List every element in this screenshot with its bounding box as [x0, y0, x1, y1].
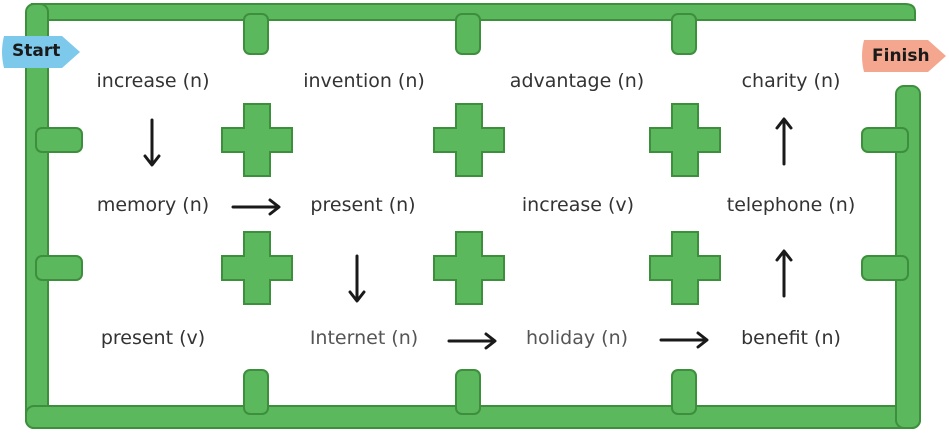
right-tab	[861, 127, 909, 153]
left-tab	[35, 127, 83, 153]
arrow-right-icon	[231, 198, 281, 216]
plus-block	[221, 231, 293, 305]
arrow-up-icon	[775, 249, 793, 298]
arrow-up-icon	[775, 117, 793, 166]
arrow-right-icon	[447, 332, 497, 350]
right-tab	[861, 255, 909, 281]
word-benefit-n: benefit (n)	[741, 327, 841, 349]
word-internet-n: Internet (n)	[309, 327, 419, 349]
word-holiday-n: holiday (n)	[525, 327, 629, 349]
arrow-down-icon	[348, 254, 366, 303]
start-arrow	[2, 36, 80, 68]
word-charity-n: charity (n)	[741, 70, 841, 92]
left-tab	[35, 255, 83, 281]
finish-arrow	[862, 40, 946, 72]
bottom-tab	[455, 369, 481, 415]
start-label: Start	[12, 41, 61, 61]
plus-block	[649, 103, 721, 177]
word-advantage-n: advantage (n)	[509, 70, 645, 92]
plus-block	[221, 103, 293, 177]
bottom-tab	[243, 369, 269, 415]
plus-block	[433, 103, 505, 177]
word-invention-n: invention (n)	[303, 70, 425, 92]
arrow-right-icon	[659, 331, 709, 349]
word-increase-v: increase (v)	[521, 194, 635, 216]
arrow-down-icon	[143, 118, 161, 167]
word-memory-n: memory (n)	[96, 194, 210, 216]
word-present-v: present (v)	[100, 327, 206, 349]
plus-block	[433, 231, 505, 305]
word-present-n: present (n)	[310, 194, 416, 216]
top-tab	[455, 13, 481, 55]
word-telephone-n: telephone (n)	[726, 194, 856, 216]
bottom-tab	[671, 369, 697, 415]
word-increase-n: increase (n)	[96, 70, 210, 92]
finish-label: Finish	[872, 46, 930, 66]
top-tab	[243, 13, 269, 55]
plus-block	[649, 231, 721, 305]
top-tab	[671, 13, 697, 55]
